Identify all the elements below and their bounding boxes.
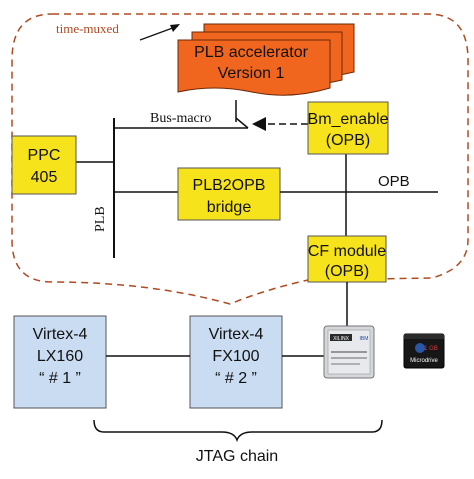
plb-label: PLB [93, 206, 108, 232]
ppc405-box [11, 135, 77, 195]
fpga-2-label-line1: Virtex-4 [209, 326, 264, 343]
jtag-chain-brace [93, 419, 383, 443]
microdrive-card-image: 1 GB Microdrive [403, 333, 445, 369]
microdrive-name-text: Microdrive [410, 358, 438, 364]
bus-macro-label: Bus-macro [150, 111, 211, 126]
reconfigurable-region-outline [11, 13, 469, 305]
bm-enable-box [307, 101, 389, 155]
opb-label: OPB [378, 173, 410, 190]
bm-enable-label-line2: (OPB) [326, 132, 370, 149]
cf-module-label-line2: (OPB) [325, 263, 369, 280]
accelerator-card-front [177, 39, 331, 96]
accelerator-version: Version 1 [218, 65, 285, 82]
plb2opb-label-line1: PLB2OPB [193, 177, 266, 194]
chip-ibm-text: IBM [360, 336, 369, 342]
xilinx-chip-image: XILINX IBM [323, 325, 375, 379]
bm-enable-label-line1: Bm_enable [308, 111, 389, 128]
time-muxed-label: time-muxed [56, 21, 119, 36]
bm-enable-control-arrowhead [252, 117, 266, 131]
accelerator-title: PLB accelerator [194, 44, 309, 61]
ppc405-label-line1: PPC [28, 147, 61, 164]
fpga-1-box [13, 315, 107, 409]
jtag-chain-label: JTAG chain [196, 448, 278, 465]
microdrive-capacity-text: 1 GB [424, 346, 438, 352]
fpga-1-label-line3: “ # 1 ” [39, 370, 81, 387]
cf-module-box [307, 235, 387, 283]
time-muxed-arrowhead [170, 24, 180, 32]
fpga-1-label-line2: LX160 [37, 348, 83, 365]
fpga-2-label-line3: “ # 2 ” [215, 370, 257, 387]
plb2opb-bridge-box [177, 167, 281, 221]
fpga-2-label-line2: FX100 [212, 348, 259, 365]
chip-brand-text: XILINX [333, 336, 350, 342]
cf-module-label-line1: CF module [308, 243, 386, 260]
fpga-2-box [189, 315, 283, 409]
fpga-1-label-line1: Virtex-4 [33, 326, 88, 343]
bus-macro-diagonal [235, 117, 249, 129]
plb2opb-label-line2: bridge [207, 199, 252, 216]
ppc405-label-line2: 405 [31, 169, 58, 186]
